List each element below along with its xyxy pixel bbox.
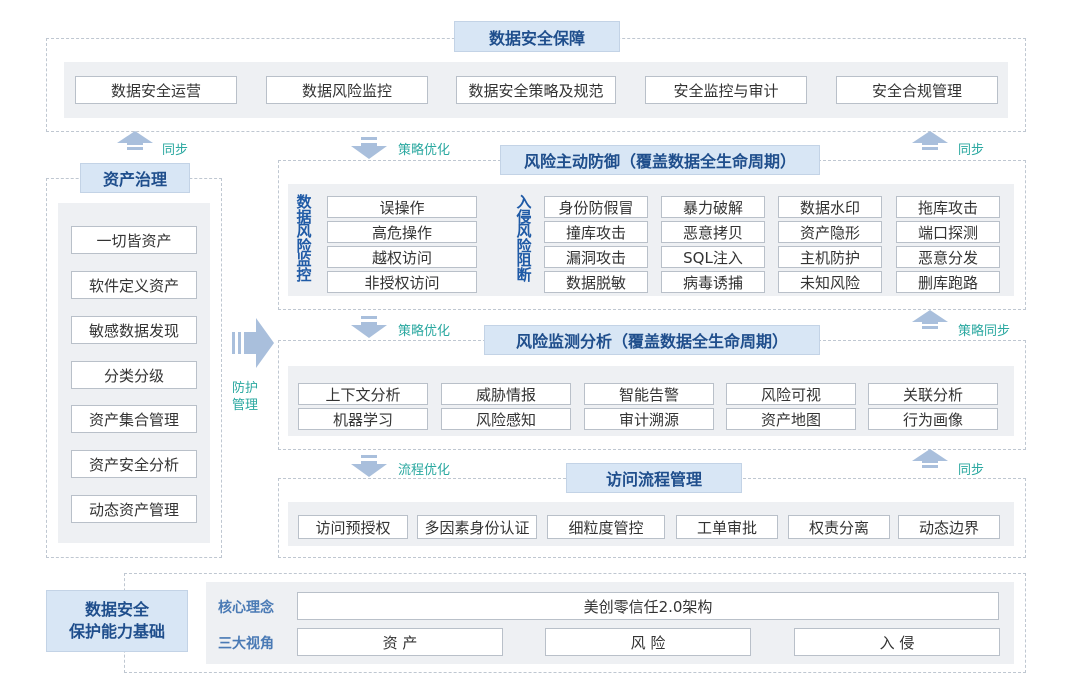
view-item: 入 侵 [794,628,1000,656]
optimize-label-two: 策略优化 [398,324,451,339]
asset-section-title: 资产治理 [80,163,190,193]
sync-label-right-top: 同步 [958,143,985,158]
risk-left-item: 误操作 [327,196,477,218]
core-concept-value: 美创零信任2.0架构 [297,592,999,620]
risk-grid-item: 漏洞攻击 [544,246,648,268]
sync-up-arrow-icon [912,449,948,468]
risk-grid-item: 恶意分发 [896,246,1000,268]
monitor-item: 关联分析 [868,383,998,405]
risk-grid-item: 资产隐形 [778,221,882,243]
risk-grid-item: 端口探测 [896,221,1000,243]
risk-grid-item: 撞库攻击 [544,221,648,243]
sync-label-left-top: 同步 [162,143,189,158]
optimize-label-one: 策略优化 [398,143,451,158]
foundation-title: 数据安全 保护能力基础 [46,590,188,652]
risk-grid-item: SQL注入 [661,246,765,268]
access-item: 多因素身份认证 [417,515,537,539]
foundation-title-line1: 数据安全 [84,600,149,619]
monitor-item: 审计溯源 [584,408,714,430]
risk-grid-item: 暴力破解 [661,196,765,218]
asset-item: 软件定义资产 [71,271,197,299]
risk-grid-item: 恶意拷贝 [661,221,765,243]
risk-grid-item: 拖库攻击 [896,196,1000,218]
access-item: 访问预授权 [298,515,408,539]
top-section-title: 数据安全保障 [454,21,620,52]
optimize-down-arrow-icon [351,316,387,338]
risk-grid-item: 主机防护 [778,246,882,268]
view-item: 风 险 [545,628,751,656]
process-optimize-down-arrow-icon [351,455,387,477]
intrusion-block-vertical-label: 入侵风险阻断 [516,193,532,284]
access-item: 权责分离 [788,515,890,539]
risk-grid-item: 未知风险 [778,271,882,293]
protect-right-arrow-icon [232,318,274,368]
asset-item: 资产集合管理 [71,405,197,433]
sync-up-arrow-icon [912,310,948,329]
top-item: 数据安全策略及规范 [456,76,616,104]
foundation-title-line2: 保护能力基础 [68,622,165,641]
access-item: 动态边界 [898,515,1000,539]
protect-label: 防护 管理 [232,381,259,413]
optimize-down-arrow-icon [351,137,387,159]
top-item: 数据风险监控 [266,76,428,104]
sync-label-right-mid: 策略同步 [958,324,1011,339]
monitor-item: 智能告警 [584,383,714,405]
sync-up-arrow-icon [117,131,153,150]
risk-grid-item: 身份防假冒 [544,196,648,218]
risk-grid-item: 数据脱敏 [544,271,648,293]
risk-left-item: 高危操作 [327,221,477,243]
risk-monitor-vertical-label: 数据风险监控 [296,193,312,284]
monitor-item: 行为画像 [868,408,998,430]
asset-item: 敏感数据发现 [71,316,197,344]
sync-label-right-bottom: 同步 [958,463,985,478]
access-item: 细粒度管控 [547,515,665,539]
optimize-label-three: 流程优化 [398,463,451,478]
access-item: 工单审批 [676,515,778,539]
risk-left-item: 越权访问 [327,246,477,268]
asset-item: 资产安全分析 [71,450,197,478]
access-title: 访问流程管理 [566,463,742,493]
monitor-item: 上下文分析 [298,383,428,405]
monitor-item: 机器学习 [298,408,428,430]
top-item: 安全合规管理 [836,76,998,104]
monitor-item: 风险感知 [441,408,571,430]
risk-monitor-title: 风险监测分析（覆盖数据全生命周期） [484,325,820,355]
top-item: 安全监控与审计 [645,76,807,104]
monitor-item: 威胁情报 [441,383,571,405]
asset-item: 分类分级 [71,361,197,389]
asset-item: 一切皆资产 [71,226,197,254]
three-views-label: 三大视角 [218,636,274,652]
top-item: 数据安全运营 [75,76,237,104]
risk-grid-item: 删库跑路 [896,271,1000,293]
asset-item: 动态资产管理 [71,495,197,523]
risk-grid-item: 病毒诱捕 [661,271,765,293]
sync-up-arrow-icon [912,131,948,150]
core-concept-label: 核心理念 [218,600,274,616]
monitor-item: 资产地图 [726,408,856,430]
view-item: 资 产 [297,628,503,656]
risk-left-item: 非授权访问 [327,271,477,293]
monitor-item: 风险可视 [726,383,856,405]
risk-defense-title: 风险主动防御（覆盖数据全生命周期） [500,145,820,175]
risk-grid-item: 数据水印 [778,196,882,218]
